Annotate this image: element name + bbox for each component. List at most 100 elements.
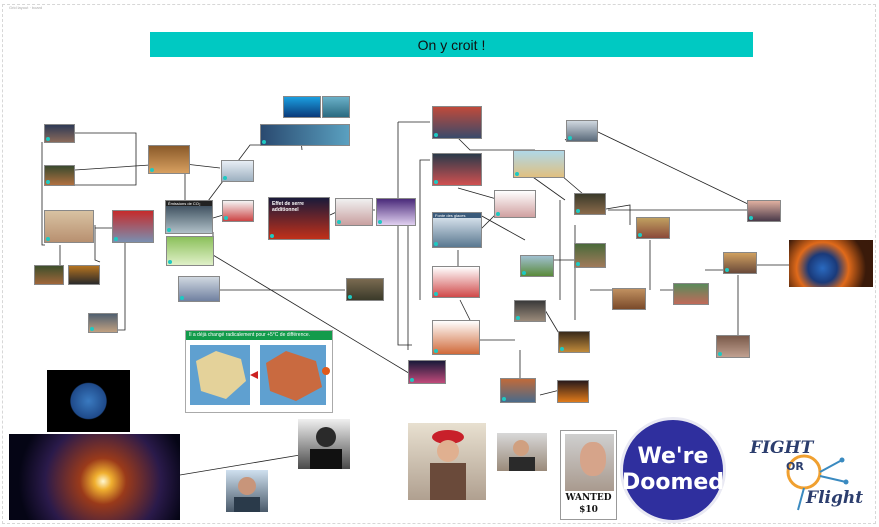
thumbnail-card[interactable] <box>513 150 565 178</box>
person-icon <box>430 430 466 500</box>
card-badge <box>638 233 642 237</box>
wanted-reward: $10 <box>579 505 598 515</box>
card-badge <box>262 140 266 144</box>
thumbnail-card[interactable] <box>408 360 446 384</box>
co2-card[interactable]: Émissions de CO₂ <box>165 200 213 234</box>
fight-or-flight-logo[interactable]: FIGHT OR Flight <box>742 432 864 518</box>
card-badge <box>150 168 154 172</box>
card-badge <box>560 347 564 351</box>
wanted-photo <box>565 434 614 491</box>
thumbnail-card[interactable] <box>574 193 606 215</box>
card-badge <box>270 234 274 238</box>
thumbnail-card[interactable] <box>34 265 64 285</box>
thumbnail-card[interactable] <box>723 252 757 274</box>
card-badge <box>167 228 171 232</box>
portrait-photo[interactable] <box>497 433 547 471</box>
thumbnail-card[interactable] <box>432 266 480 298</box>
ice-card-label: Fonte des glaces <box>433 213 481 218</box>
portrait-photo[interactable] <box>408 423 486 500</box>
thumbnail-card[interactable] <box>673 283 709 305</box>
card-badge <box>46 237 50 241</box>
person-icon <box>234 477 260 512</box>
card-badge <box>568 136 572 140</box>
thumbnail-card[interactable] <box>148 145 190 174</box>
person-icon <box>509 440 535 471</box>
thumbnail-card[interactable] <box>716 335 750 358</box>
doomed-badge-line2: Doomed <box>621 470 725 495</box>
thumbnail-card[interactable] <box>68 265 100 285</box>
thumbnail-card[interactable] <box>166 236 214 266</box>
thumbnail-card[interactable] <box>566 120 598 142</box>
thumbnail-card[interactable] <box>747 200 781 222</box>
card-badge <box>576 209 580 213</box>
thumbnail-card[interactable] <box>557 380 589 403</box>
thumbnail-card[interactable] <box>44 124 75 143</box>
card-badge <box>434 133 438 137</box>
ice-card[interactable]: Fonte des glaces <box>432 212 482 248</box>
card-badge <box>515 172 519 176</box>
card-badge <box>725 268 729 272</box>
card-badge <box>223 176 227 180</box>
burning-earth-image[interactable] <box>789 240 873 287</box>
card-badge <box>168 260 172 264</box>
thumbnail-card[interactable] <box>44 165 75 186</box>
card-badge <box>749 216 753 220</box>
logo-word-fight: FIGHT <box>750 438 814 458</box>
co2-card-label: Émissions de CO₂ <box>166 201 212 206</box>
thumbnail-card[interactable] <box>88 313 118 333</box>
card-badge <box>224 216 228 220</box>
card-badge <box>90 327 94 331</box>
card-badge <box>337 220 341 224</box>
ocean-card[interactable] <box>283 96 321 118</box>
thumbnail-card[interactable] <box>432 153 482 186</box>
europe-map-card[interactable]: Il a déjà changé radicalement pour +5°C … <box>185 330 333 413</box>
thumbnail-card[interactable] <box>520 255 554 277</box>
brain-icon <box>786 454 849 511</box>
card-badge <box>718 352 722 356</box>
thumbnail-card[interactable] <box>494 190 536 218</box>
card-badge <box>576 262 580 266</box>
card-badge <box>114 237 118 241</box>
thumbnail-card[interactable] <box>376 198 416 226</box>
doomed-badge[interactable]: We're Doomed <box>620 417 726 523</box>
sunburst-image[interactable] <box>9 434 180 520</box>
card-badge <box>434 349 438 353</box>
thumbnail-card[interactable] <box>636 217 670 239</box>
portrait-photo[interactable] <box>298 419 350 469</box>
thumbnail-card[interactable] <box>178 276 220 302</box>
thumbnail-card[interactable] <box>335 198 373 226</box>
greenhouse-card[interactable]: Effet de serre additionnel <box>268 197 330 240</box>
thumbnail-card[interactable] <box>558 331 590 353</box>
wanted-poster[interactable]: WANTED $10 <box>560 430 617 520</box>
board-title[interactable]: On y croit ! <box>150 32 753 57</box>
card-badge <box>522 271 526 275</box>
thumbnail-card[interactable] <box>222 200 254 222</box>
thumbnail-card[interactable] <box>346 278 384 301</box>
card-badge <box>516 316 520 320</box>
logo-word-or: OR <box>786 460 804 473</box>
thumbnail-card[interactable] <box>514 300 546 322</box>
thumbnail-card[interactable] <box>574 243 606 268</box>
wanted-title: WANTED <box>565 493 612 503</box>
doomed-badge-line1: We're <box>637 444 709 469</box>
thumbnail-card[interactable] <box>432 320 480 355</box>
card-badge <box>410 378 414 382</box>
thumbnail-card[interactable] <box>221 160 254 182</box>
earth-image[interactable] <box>47 370 130 432</box>
board-frame: Grid layout · board <box>2 4 876 524</box>
thumbnail-card[interactable] <box>432 106 482 139</box>
card-badge <box>434 242 438 246</box>
logo-word-flight: Flight <box>806 488 864 508</box>
card-badge <box>434 180 438 184</box>
card-badge <box>378 220 382 224</box>
portrait-photo[interactable] <box>226 470 268 512</box>
card-badge <box>180 296 184 300</box>
thumbnail-card[interactable] <box>500 378 536 403</box>
thumbnail-card[interactable] <box>112 210 154 243</box>
thumbnail-card[interactable] <box>612 288 646 310</box>
card-badge <box>348 295 352 299</box>
thumbnail-card[interactable] <box>322 96 350 118</box>
thumbnail-card[interactable] <box>44 210 94 243</box>
board-frame-label: Grid layout · board <box>9 5 43 10</box>
thumbnail-card[interactable] <box>260 124 350 146</box>
